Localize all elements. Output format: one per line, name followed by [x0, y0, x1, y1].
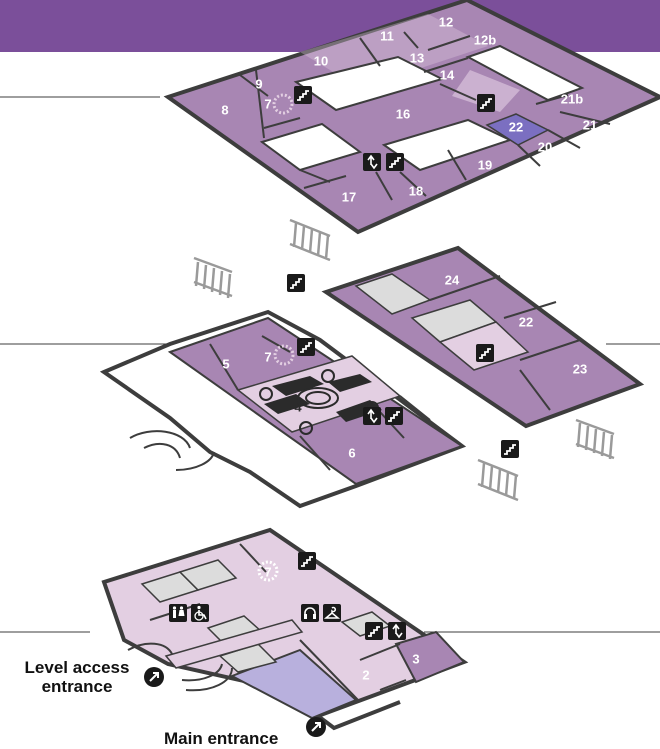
- room-label-9: 9: [255, 76, 262, 91]
- main-entrance-text: Main entrance: [164, 729, 279, 748]
- lift-icon: [362, 152, 382, 172]
- room-label-16: 16: [396, 106, 410, 121]
- room-label-11: 11: [380, 28, 394, 43]
- room-label-18: 18: [409, 183, 423, 198]
- entrance-arrow-icon: [144, 667, 164, 687]
- stair-connector-left: [193, 218, 615, 502]
- audio-guide-icon: [301, 604, 319, 622]
- stairs-icon: [286, 273, 306, 293]
- ground-level: [101, 527, 469, 731]
- level-access-entrance-label: Level access entrance: [12, 658, 142, 696]
- room-label-8: 8: [221, 102, 228, 117]
- room-label-5: 5: [222, 356, 229, 371]
- room-label-4: 4: [294, 399, 302, 414]
- lift-icon: [387, 621, 407, 641]
- lift-icon: [362, 406, 382, 426]
- room-label-12: 12: [439, 14, 453, 29]
- room-label-19: 19: [478, 157, 492, 172]
- stairs-icon: [364, 621, 384, 641]
- room-label-7-middle: 7: [264, 349, 271, 364]
- stairs-icon: [296, 337, 316, 357]
- accessible-icon: [191, 604, 209, 622]
- room-label-21: 21: [583, 117, 597, 132]
- cloakroom-icon: [323, 604, 341, 622]
- middle-level: [99, 245, 645, 509]
- facility-icons: [144, 85, 520, 737]
- room-label-24: 24: [445, 272, 460, 287]
- stairs-icon: [385, 152, 405, 172]
- room-labels: 8 9 10 11 12 12b 13 14 16 17 18 19 20 21…: [221, 14, 597, 682]
- room-label-13: 13: [410, 50, 424, 65]
- room-label-17: 17: [342, 189, 356, 204]
- stairs-icon: [384, 406, 404, 426]
- stairs-icon: [297, 551, 317, 571]
- entrance-arrow-icon: [306, 717, 326, 737]
- toilets-icon: [169, 604, 187, 622]
- room-label-10: 10: [314, 53, 328, 68]
- room-label-14: 14: [440, 67, 455, 82]
- room-label-22-middle: 22: [519, 314, 533, 329]
- room-label-3: 3: [412, 651, 419, 666]
- room-label-23: 23: [573, 361, 587, 376]
- main-entrance-label: Main entrance: [164, 729, 308, 748]
- upper-level: [163, 0, 660, 235]
- room-label-7-upper: 7: [264, 96, 271, 111]
- room-label-7-ground: 7: [264, 564, 271, 579]
- room-label-6: 6: [348, 445, 355, 460]
- room-label-22: 22: [509, 119, 523, 134]
- room-label-12b: 12b: [474, 32, 496, 47]
- room-label-20: 20: [538, 139, 552, 154]
- stairs-icon: [476, 93, 496, 113]
- room-label-21b: 21b: [561, 91, 583, 106]
- level-access-entrance-text: Level access entrance: [24, 658, 130, 696]
- stairs-icon: [475, 343, 495, 363]
- stairs-icon: [500, 439, 520, 459]
- stairs-icon: [293, 85, 313, 105]
- room-label-2: 2: [362, 667, 369, 682]
